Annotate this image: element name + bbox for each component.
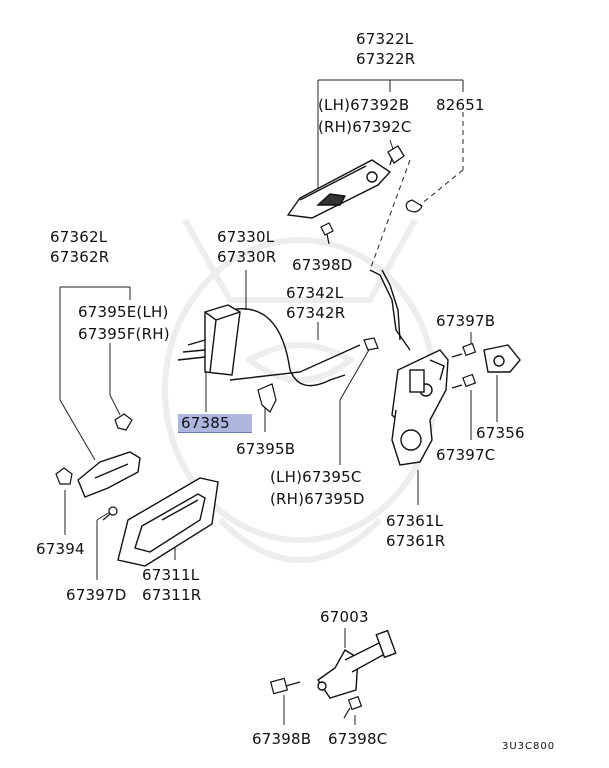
part-label-67322r[interactable]: 67322R	[356, 50, 416, 68]
bolt-67397b	[451, 342, 477, 358]
part-label-67397b[interactable]: 67397B	[436, 312, 496, 330]
part-label-67397d[interactable]: 67397D	[66, 586, 127, 604]
part-label-67362l[interactable]: 67362L	[50, 228, 108, 246]
rod-67342	[229, 344, 361, 381]
part-label-67311l[interactable]: 67311L	[142, 566, 200, 584]
part-label-67395b[interactable]: 67395B	[236, 440, 296, 458]
diagram-code: 3U3C800	[502, 741, 556, 752]
part-label-67398c[interactable]: 67398C	[328, 730, 388, 748]
part-label-67392c[interactable]: (RH)67392C	[318, 118, 412, 136]
bolt-67398b	[269, 677, 301, 695]
part-label-67395c[interactable]: (LH)67395C	[270, 468, 362, 486]
bolt-67398c	[343, 695, 363, 719]
bracket-67395b	[257, 383, 277, 413]
part-label-67398b[interactable]: 67398B	[252, 730, 312, 748]
part-label-67395f[interactable]: 67395F(RH)	[78, 325, 170, 343]
pad-82651	[405, 199, 423, 213]
escutcheon-67311	[117, 477, 219, 567]
part-label-67395e[interactable]: 67395E(LH)	[78, 303, 169, 321]
part-label-67322l[interactable]: 67322L	[356, 30, 414, 48]
inside-handle	[77, 451, 141, 498]
cable-67330	[229, 308, 346, 387]
part-label-67330r[interactable]: 67330R	[217, 248, 277, 266]
bolt-67397c	[451, 373, 477, 389]
part-label-67392b[interactable]: (LH)67392B	[318, 96, 410, 114]
part-label-67330l[interactable]: 67330L	[217, 228, 275, 246]
screw-67398d	[320, 222, 334, 245]
clip-67395c	[363, 337, 379, 351]
lock-rods	[369, 269, 411, 351]
part-label-67003[interactable]: 67003	[320, 608, 369, 626]
actuator-67385	[177, 304, 241, 376]
clip-67395e	[114, 413, 133, 431]
part-label-67361r[interactable]: 67361R	[386, 532, 446, 550]
outside-handle	[286, 159, 392, 219]
door-check-67003	[317, 629, 397, 699]
part-label-67362r[interactable]: 67362R	[50, 248, 110, 266]
part-label-67342r[interactable]: 67342R	[286, 304, 346, 322]
screw-67397d	[102, 506, 118, 521]
part-label-67361l[interactable]: 67361L	[386, 512, 444, 530]
part-label-67398d[interactable]: 67398D	[292, 256, 353, 274]
striker-67356	[483, 344, 521, 373]
part-label-67311r[interactable]: 67311R	[142, 586, 202, 604]
part-label-82651[interactable]: 82651	[436, 96, 485, 114]
cap-67394	[55, 467, 73, 485]
part-label-67342l[interactable]: 67342L	[286, 284, 344, 302]
handle-clip	[387, 145, 405, 166]
part-label-67394[interactable]: 67394	[36, 540, 85, 558]
part-label-67385[interactable]: 67385	[178, 414, 252, 433]
part-label-67395d[interactable]: (RH)67395D	[270, 490, 365, 508]
part-label-67385-highlight: 67385	[178, 414, 252, 433]
part-label-67356[interactable]: 67356	[476, 424, 525, 442]
part-label-67397c[interactable]: 67397C	[436, 446, 496, 464]
door-lock-assembly	[391, 349, 449, 466]
